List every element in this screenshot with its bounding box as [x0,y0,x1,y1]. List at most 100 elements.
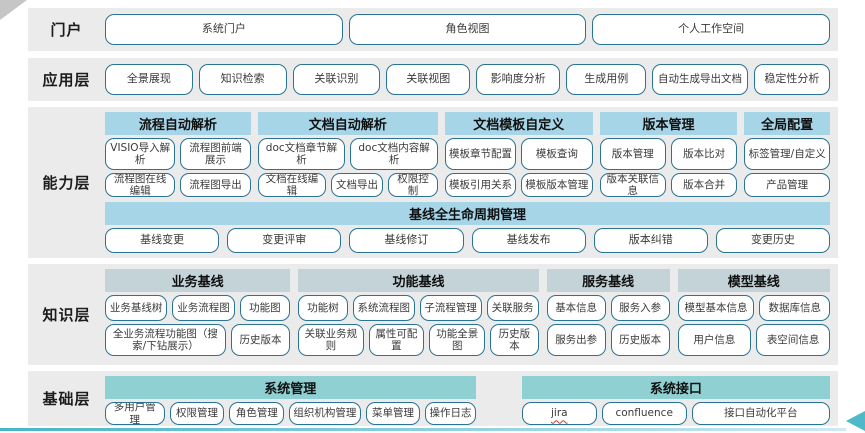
jira-label: jira [551,407,568,420]
spacer [476,376,522,421]
module-chip: 业务基线树 [105,295,168,321]
group-service-baseline: 服务基线 基本信息 服务入参 服务出参 历史版本 [546,269,670,360]
module-chip: 系统流程图 [352,295,415,321]
group-title: 模型基线 [677,269,831,292]
module-chip: 全景展现 [105,64,193,95]
module-chip: 历史版本 [230,324,291,356]
layer-knowledge: 知识层 业务基线 业务基线树 业务流程图 功能图 全业务流程功能图（搜索/下钻展… [28,264,838,365]
module-chip: 接口自动化平台 [691,402,830,425]
layer-knowledge-label: 知识层 [42,306,91,324]
module-chip: 版本纠错 [593,228,708,253]
foundation-groups: 系统管理 多用户管理 权限管理 角色管理 组织机构管理 菜单管理 操作日志 系统… [105,376,830,425]
module-chip: 多用户管理 [105,402,165,425]
foundation-content: 系统管理 多用户管理 权限管理 角色管理 组织机构管理 菜单管理 操作日志 系统… [105,371,838,426]
module-chip: 权限控制 [388,173,438,197]
module-chip: 基线发布 [471,228,586,253]
module-chip: jira [521,402,597,425]
module-chip: 组织机构管理 [289,402,361,425]
group-title: 全局配置 [744,112,830,135]
layer-application: 应用层 全景展现 知识检索 关联识别 关联视图 影响度分析 生成用例 自动生成导… [28,58,838,101]
module-chip: 个人工作空间 [592,14,831,45]
module-chip: 版本合并 [670,173,738,197]
module-chip: 全业务流程功能图（搜索/下钻展示） [105,324,226,356]
application-items: 全景展现 知识检索 关联识别 关联视图 影响度分析 生成用例 自动生成导出文档 … [105,58,838,101]
module-chip: 流程图导出 [180,173,251,197]
module-chip: VISIO导入解析 [105,138,176,170]
group-title: 流程自动解析 [105,112,251,135]
module-chip: 表空间信息 [756,324,831,356]
flow-arrow-icon [846,411,865,431]
knowledge-groups: 业务基线 业务基线树 业务流程图 功能图 全业务流程功能图（搜索/下钻展示） 历… [105,269,831,360]
group-version-management: 版本管理 版本管理 版本比对 版本关联信息 版本合并 [599,112,738,197]
module-chip: 菜单管理 [365,402,421,425]
capability-groups: 流程自动解析 VISIO导入解析 流程图前端展示 流程图在线编辑 流程图导出 文… [105,112,830,197]
module-chip: 流程图在线编辑 [105,173,176,197]
module-chip: 角色管理 [229,402,285,425]
group-title: 服务基线 [546,269,670,292]
group-title: 文档模板自定义 [444,112,593,135]
group-global-config: 全局配置 标签管理/自定义 产品管理 [744,112,830,197]
group-title: 文档自动解析 [257,112,438,135]
module-chip: 基本信息 [546,295,606,321]
module-chip: 影响度分析 [476,64,561,95]
group-title: 系统接口 [521,376,830,399]
module-chip: 流程图前端展示 [180,138,251,170]
module-chip: 属性可配置 [368,324,425,356]
group-doc-template-custom: 文档模板自定义 模板章节配置 模板查询 模板引用关系 模板版本管理 [444,112,593,197]
module-chip: 服务入参 [610,295,670,321]
module-chip: 功能图 [239,295,291,321]
group-business-baseline: 业务基线 业务基线树 业务流程图 功能图 全业务流程功能图（搜索/下钻展示） 历… [105,269,291,360]
corner-decoration [0,0,27,20]
group-system-management: 系统管理 多用户管理 权限管理 角色管理 组织机构管理 菜单管理 操作日志 [105,376,476,425]
module-chip: 版本关联信息 [599,173,666,197]
layer-capability: 能力层 流程自动解析 VISIO导入解析 流程图前端展示 流程图在线编辑 流程图… [28,107,838,258]
module-chip: 变更历史 [715,228,831,253]
module-chip: 关联视图 [386,64,471,95]
module-chip: 系统门户 [105,14,343,45]
module-chip: 自动生成导出文档 [652,64,748,95]
module-chip: 服务出参 [546,324,606,356]
group-process-auto-parse: 流程自动解析 VISIO导入解析 流程图前端展示 流程图在线编辑 流程图导出 [105,112,251,197]
module-chip: 知识检索 [198,64,287,95]
module-chip: 关联识别 [292,64,381,95]
module-chip: 业务流程图 [172,295,235,321]
module-chip: 生成用例 [566,64,647,95]
group-title: 业务基线 [105,269,291,292]
group-model-baseline: 模型基线 模型基本信息 数据库信息 用户信息 表空间信息 [677,269,831,360]
module-chip: 模板版本管理 [521,173,593,197]
module-chip: 权限管理 [169,402,225,425]
group-title: 版本管理 [599,112,738,135]
capability-content: 流程自动解析 VISIO导入解析 流程图前端展示 流程图在线编辑 流程图导出 文… [105,107,838,258]
group-title: 功能基线 [298,269,539,292]
module-chip: doc文档内容解析 [350,138,438,170]
module-chip: 数据库信息 [759,295,831,321]
module-chip: 历史版本 [490,324,539,356]
module-chip: 关联服务 [486,295,539,321]
module-chip: 模板引用关系 [444,173,517,197]
group-system-interface: 系统接口 jira confluence 接口自动化平台 [521,376,830,425]
knowledge-content: 业务基线 业务基线树 业务流程图 功能图 全业务流程功能图（搜索/下钻展示） 历… [105,264,838,365]
baseline-lifecycle-title: 基线全生命周期管理 [105,202,830,225]
bottom-flow-line [0,428,846,431]
group-doc-auto-parse: 文档自动解析 doc文档章节解析 doc文档内容解析 文档在线编辑 文档导出 权… [257,112,438,197]
module-chip: 变更评审 [227,228,342,253]
module-chip: 文档导出 [331,173,384,197]
layer-capability-label: 能力层 [42,174,91,192]
portal-items: 系统门户 角色视图 个人工作空间 [105,8,838,51]
layer-foundation-label: 基础层 [42,390,91,408]
layer-portal-label: 门户 [50,21,83,39]
group-title: 系统管理 [105,376,476,399]
module-chip: 基线修订 [349,228,464,253]
module-chip: 历史版本 [610,324,670,356]
module-chip: 版本管理 [599,138,666,170]
module-chip: doc文档章节解析 [257,138,346,170]
module-chip: 操作日志 [425,402,476,425]
module-chip: 模板查询 [521,138,593,170]
module-chip: 模板章节配置 [444,138,517,170]
module-chip: 产品管理 [744,173,830,197]
module-chip: 用户信息 [677,324,752,356]
module-chip: 角色视图 [348,14,587,45]
layer-application-label: 应用层 [42,71,91,89]
module-chip: 版本比对 [670,138,738,170]
